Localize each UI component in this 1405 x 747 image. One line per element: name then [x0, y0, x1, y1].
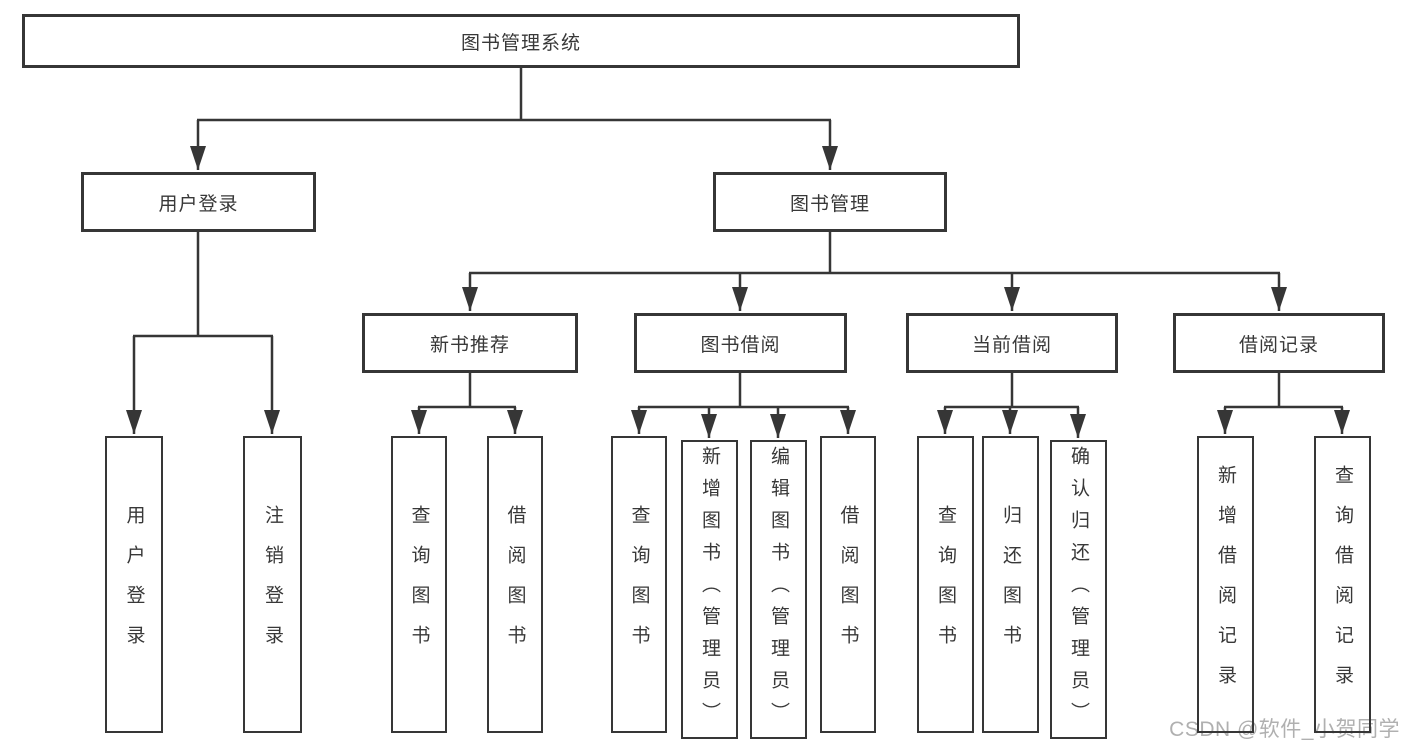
leaf-label: 新增借阅记录	[1215, 464, 1236, 705]
leaf-label: 查询图书	[408, 504, 430, 665]
leaf-borrow-books-recommend: 借阅图书	[487, 436, 543, 733]
node-label: 借阅记录	[1238, 334, 1319, 356]
leaf-label: 借阅图书	[837, 504, 859, 665]
leaf-label: 编辑图书（管理员）	[768, 445, 789, 734]
leaf-user-login: 用户登录	[105, 436, 163, 733]
leaf-confirm-return-admin: 确认归还（管理员）	[1050, 440, 1107, 739]
csdn-watermark: CSDN @软件_小贺同学	[1169, 718, 1400, 741]
node-book-borrowing: 图书借阅	[634, 313, 847, 373]
node-library-system: 图书管理系统	[22, 14, 1020, 68]
node-borrowing-records: 借阅记录	[1173, 313, 1385, 373]
node-label: 用户登录	[158, 193, 239, 215]
node-book-management: 图书管理	[713, 172, 947, 232]
leaf-add-book-admin: 新增图书（管理员）	[681, 440, 738, 739]
leaf-return-books: 归还图书	[982, 436, 1039, 733]
leaf-borrow-books: 借阅图书	[820, 436, 876, 733]
leaf-label: 查询图书	[628, 504, 650, 665]
leaf-label: 新增图书（管理员）	[699, 445, 720, 734]
node-current-borrowing: 当前借阅	[906, 313, 1118, 373]
leaf-query-borrow-record: 查询借阅记录	[1314, 436, 1371, 733]
node-label: 新书推荐	[429, 334, 510, 356]
leaf-edit-book-admin: 编辑图书（管理员）	[750, 440, 807, 739]
leaf-query-books-borrow: 查询图书	[611, 436, 667, 733]
leaf-label: 注销登录	[262, 504, 283, 665]
node-label: 图书管理	[789, 193, 870, 215]
node-label: 当前借阅	[971, 334, 1052, 356]
leaf-label: 用户登录	[123, 504, 145, 665]
node-label: 图书管理系统	[460, 32, 581, 54]
leaf-label: 借阅图书	[504, 504, 526, 665]
leaf-label: 查询图书	[935, 504, 956, 665]
leaf-query-books-recommend: 查询图书	[391, 436, 447, 733]
leaf-label: 归还图书	[1000, 504, 1021, 665]
node-new-book-recommend: 新书推荐	[362, 313, 578, 373]
node-label: 图书借阅	[700, 334, 781, 356]
leaf-label: 确认归还（管理员）	[1068, 445, 1089, 734]
node-user-login: 用户登录	[81, 172, 316, 232]
leaf-query-books-current: 查询图书	[917, 436, 974, 733]
leaf-add-borrow-record: 新增借阅记录	[1197, 436, 1254, 733]
leaf-logout: 注销登录	[243, 436, 302, 733]
leaf-label: 查询借阅记录	[1332, 464, 1353, 705]
